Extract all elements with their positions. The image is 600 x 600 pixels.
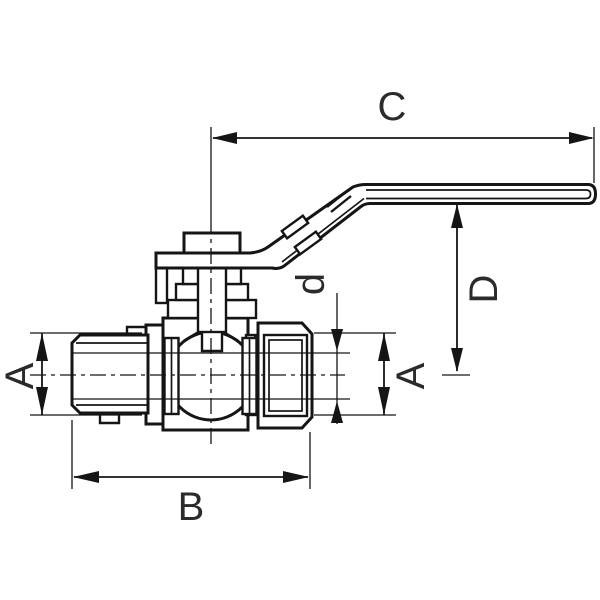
arrow-a-right-top <box>378 333 390 361</box>
arrow-bore-top <box>331 329 343 351</box>
handle-clip-1 <box>280 214 310 240</box>
arrow-b-right <box>283 471 309 483</box>
handle-lever <box>154 183 598 270</box>
dimension-a-left: A <box>0 332 142 416</box>
dimension-d-bore: d <box>289 273 343 424</box>
dimension-label-b: B <box>178 485 205 529</box>
arrow-d-bottom <box>451 348 463 372</box>
arrow-bore-bottom <box>331 401 343 423</box>
dimension-c: C <box>210 85 595 218</box>
handle <box>154 183 598 305</box>
male-thread-notch <box>98 413 121 425</box>
dimension-label-d-bore: d <box>289 273 333 295</box>
handle-slope-inner-edge <box>281 197 365 263</box>
dimension-label-c: C <box>378 85 407 129</box>
arrow-a-left-bottom <box>36 387 48 415</box>
handle-clip-2 <box>293 230 323 256</box>
dimension-label-a-left: A <box>0 362 42 389</box>
dimension-a-right: A <box>314 332 433 416</box>
ball-top-edge-left <box>183 330 200 343</box>
arrow-a-left-top <box>36 333 48 361</box>
arrow-b-left <box>73 471 99 483</box>
handle-bend-edge-2 <box>330 195 352 213</box>
arrow-c-right <box>569 132 594 144</box>
centerlines <box>30 218 345 448</box>
male-thread-end <box>70 333 150 415</box>
handle-bend-edge-1 <box>326 190 348 208</box>
male-thread-step <box>125 325 146 335</box>
arrow-c-left <box>212 132 237 144</box>
ball-slot <box>200 332 224 353</box>
dimension-label-a-right: A <box>389 362 433 389</box>
arrow-a-right-bottom <box>378 387 390 415</box>
dimension-d-height: D <box>442 204 506 376</box>
ball-top-edge-right <box>222 330 239 343</box>
dimension-b: B <box>71 420 311 529</box>
handle-bar-inner-edge <box>366 189 592 200</box>
dimension-label-d-height: D <box>462 275 506 304</box>
handle-nut <box>182 231 242 255</box>
arrow-d-top <box>451 204 463 228</box>
